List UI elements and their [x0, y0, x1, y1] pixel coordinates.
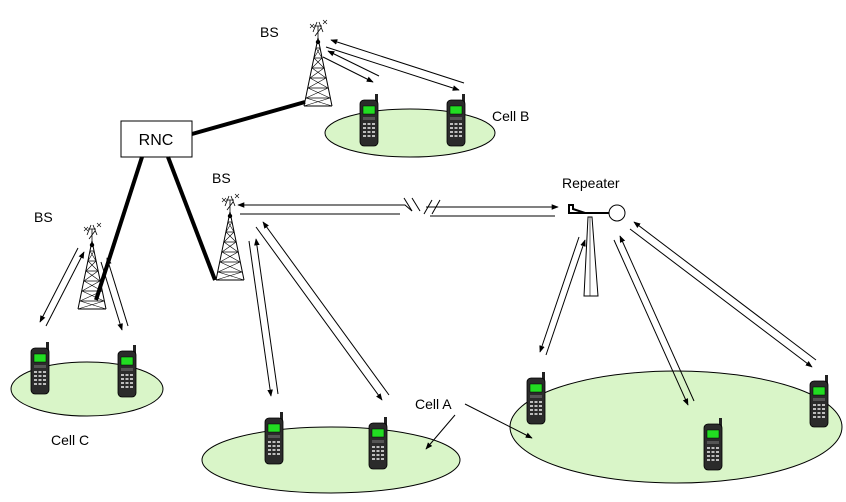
- rnc-to-bs-top-link: [191, 100, 306, 136]
- rnc-to-bs-left-link: [94, 156, 144, 301]
- cell-a-phone-2-icon: [368, 416, 388, 470]
- cell-b-phone-1-icon: [359, 93, 379, 147]
- cell-c-label: Cell C: [51, 432, 89, 448]
- repeater-label: Repeater: [562, 175, 620, 191]
- bs-mid-label: BS: [212, 170, 231, 186]
- radio-links: [39, 39, 817, 450]
- cell-c-phone-1-icon: [30, 341, 50, 395]
- cell-a-left-area: [201, 426, 461, 494]
- repeater-icon: [568, 204, 626, 297]
- cell-b-label: Cell B: [492, 108, 529, 124]
- cell-a-phone-1-icon: [264, 411, 284, 465]
- cell-a-right-area: [509, 370, 843, 484]
- cell-a-label: Cell A: [415, 396, 452, 412]
- bs-left-label: BS: [34, 209, 53, 225]
- bs-top-tower-icon: [303, 19, 333, 107]
- rnc-box: [120, 120, 193, 158]
- cell-b-area: [324, 108, 496, 158]
- cell-a-phone-3-icon: [526, 371, 546, 425]
- cell-c-phone-2-icon: [117, 344, 137, 398]
- cell-a-phone-5-icon: [809, 374, 829, 428]
- cell-b-phone-2-icon: [446, 93, 466, 147]
- rnc-label: RNC: [139, 132, 174, 149]
- bs-mid-tower-icon: [215, 193, 245, 281]
- bs-top-label: BS: [260, 24, 279, 40]
- cell-a-phone-4-icon: [703, 417, 723, 471]
- rnc-to-bs-mid-link: [166, 156, 217, 281]
